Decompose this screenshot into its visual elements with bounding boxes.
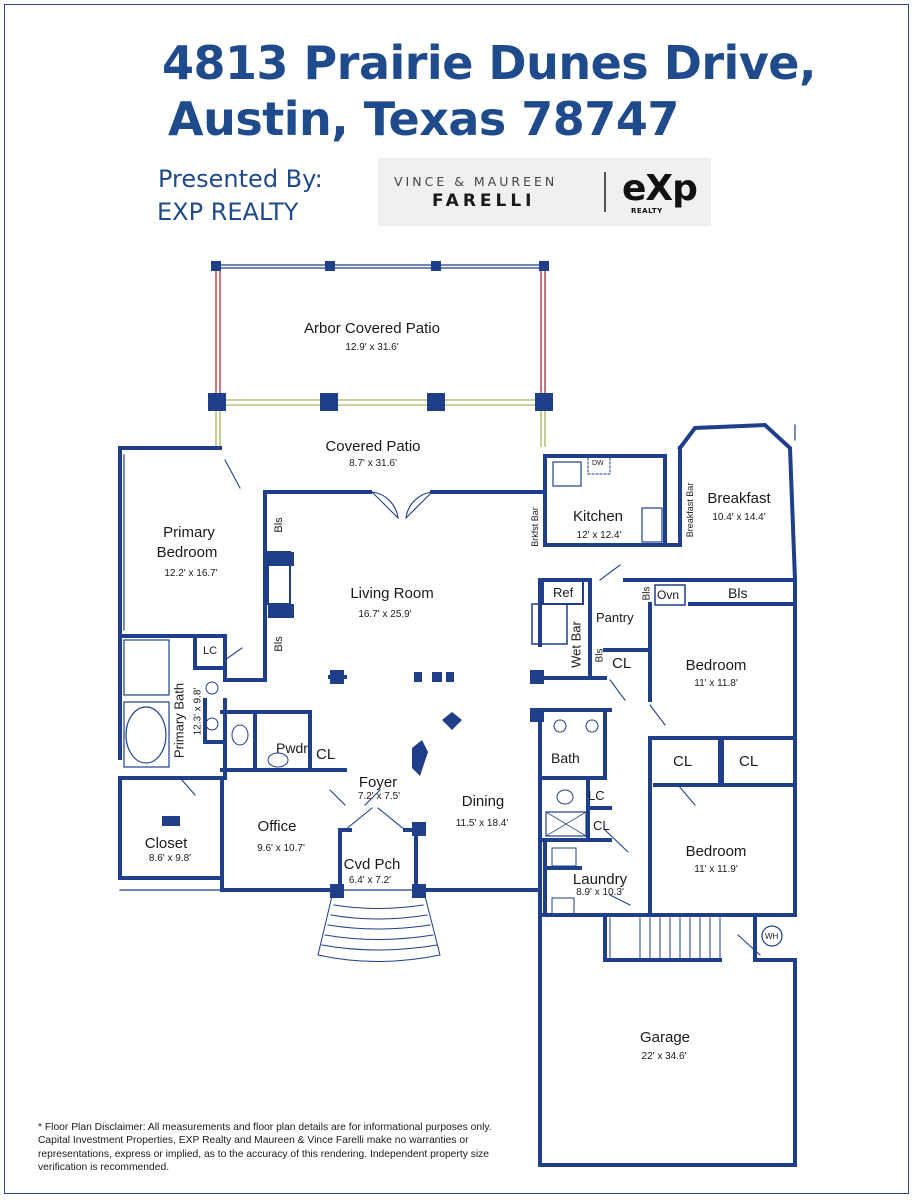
foyer-name: Foyer bbox=[358, 774, 398, 791]
cl-label-bed-b: CL bbox=[739, 753, 759, 770]
bls-label-upper: Bls bbox=[273, 517, 285, 533]
lc-label-bath: LC bbox=[203, 645, 218, 657]
dw-label: DW bbox=[592, 460, 604, 467]
dining-name: Dining bbox=[461, 793, 505, 810]
cooktop bbox=[641, 507, 663, 543]
exp-logo-sub: REALTY bbox=[631, 207, 663, 215]
breakfast-bar-label: Breakfast Bar bbox=[685, 482, 695, 538]
breakfast-name: Breakfast bbox=[707, 490, 771, 507]
porch-steps bbox=[317, 895, 441, 962]
closet-dims: 8.6' x 9.8' bbox=[148, 853, 192, 864]
logo-surname: FARELLI bbox=[432, 191, 536, 211]
garage-dims: 22' x 34.6' bbox=[641, 1051, 687, 1062]
bls-label-pantry: Bls bbox=[641, 586, 653, 601]
cvd-pch-dims: 6.4' x 7.2' bbox=[348, 875, 392, 886]
cl-label-bed-a: CL bbox=[673, 753, 693, 770]
ref-label: Ref bbox=[553, 585, 574, 600]
wh-label: WH bbox=[765, 932, 779, 941]
window-lines bbox=[119, 424, 796, 1166]
arbor-patio-name: Arbor Covered Patio bbox=[304, 320, 440, 337]
primary-bedroom-name-1: Primary bbox=[163, 524, 215, 541]
arbor-patio-rails bbox=[215, 267, 546, 401]
address-line-2: Austin, Texas 78747 bbox=[168, 92, 679, 146]
bedroom-1-dims: 11' x 11.8' bbox=[694, 678, 738, 689]
lc-label-hall: LC bbox=[588, 788, 605, 803]
covered-patio-name: Covered Patio bbox=[325, 438, 421, 455]
laundry-name: Laundry bbox=[572, 871, 628, 888]
bls-label-bedroom: Bls bbox=[728, 585, 748, 601]
primary-bath-name: Primary Bath bbox=[171, 682, 187, 759]
foyer-dims: 7.2' x 7.5' bbox=[357, 791, 401, 802]
covered-patio-dims: 8.7' x 31.6' bbox=[349, 458, 397, 469]
columns bbox=[162, 261, 553, 898]
kitchen-sink bbox=[552, 461, 582, 487]
brkfst-bar-label: Brkfst Bar bbox=[530, 507, 540, 547]
kitchen-dims: 12' x 12.4' bbox=[576, 530, 622, 541]
arbor-patio-dims: 12.9' x 31.6' bbox=[345, 342, 399, 353]
pwdr-label: Pwdr bbox=[276, 740, 308, 756]
door-swings bbox=[181, 459, 761, 956]
oven-label: Ovn bbox=[657, 588, 680, 602]
cl-label-pantry: CL bbox=[612, 655, 632, 672]
cl-label-pwdr: CL bbox=[316, 746, 336, 763]
bls-label-lower: Bls bbox=[273, 636, 285, 652]
laundry-dims: 8.9' x 10.3' bbox=[576, 887, 624, 898]
closet-name: Closet bbox=[144, 835, 188, 852]
agent-logo: VINCE & MAUREEN FARELLI eXp REALTY bbox=[378, 158, 711, 226]
primary-bedroom-name-2: Bedroom bbox=[156, 544, 218, 561]
bathtub bbox=[125, 706, 167, 764]
brokerage-name: EXP REALTY bbox=[157, 198, 299, 226]
primary-bedroom-dims: 12.2' x 16.7' bbox=[164, 568, 218, 579]
covered-patio-rails bbox=[215, 399, 546, 447]
wet-bar-label: Wet Bar bbox=[568, 621, 584, 668]
page-frame bbox=[4, 4, 909, 1194]
pantry-label: Pantry bbox=[596, 610, 634, 625]
office-name: Office bbox=[257, 818, 297, 835]
bedroom-2-dims: 11' x 11.9' bbox=[694, 864, 738, 875]
breakfast-dims: 10.4' x 14.4' bbox=[712, 512, 766, 523]
primary-bath-dims: 12.3' x 9.8' bbox=[192, 687, 204, 736]
office-dims: 9.6' x 10.7' bbox=[257, 843, 305, 854]
exp-logo-mark: eXp bbox=[622, 168, 698, 209]
cl-label-bath: CL bbox=[593, 818, 610, 833]
bath-label: Bath bbox=[551, 750, 580, 766]
floor-plan-disclaimer: * Floor Plan Disclaimer: All measurement… bbox=[38, 1122, 492, 1174]
garage-steps bbox=[609, 917, 721, 959]
logo-names: VINCE & MAUREEN bbox=[394, 174, 558, 189]
presented-by-label: Presented By: bbox=[158, 165, 323, 193]
living-room-name: Living Room bbox=[350, 585, 434, 602]
bedroom-1-name: Bedroom bbox=[685, 657, 747, 674]
wet-bar-counter bbox=[531, 603, 568, 645]
logo-separator bbox=[604, 172, 606, 212]
oven bbox=[654, 584, 686, 606]
garage-name: Garage bbox=[639, 1029, 691, 1046]
kitchen-name: Kitchen bbox=[572, 508, 624, 525]
living-room-dims: 16.7' x 25.9' bbox=[358, 609, 412, 620]
dining-dims: 11.5' x 18.4' bbox=[455, 818, 509, 829]
bls-label-wetbar: Bls bbox=[594, 648, 606, 663]
cvd-pch-name: Cvd Pch bbox=[343, 856, 401, 873]
arbor-patio-top-rail bbox=[215, 264, 546, 269]
shower bbox=[123, 639, 170, 696]
bedroom-2-name: Bedroom bbox=[685, 843, 747, 860]
water-heater bbox=[761, 925, 783, 947]
address-line-1: 4813 Prairie Dunes Drive, bbox=[162, 36, 816, 90]
